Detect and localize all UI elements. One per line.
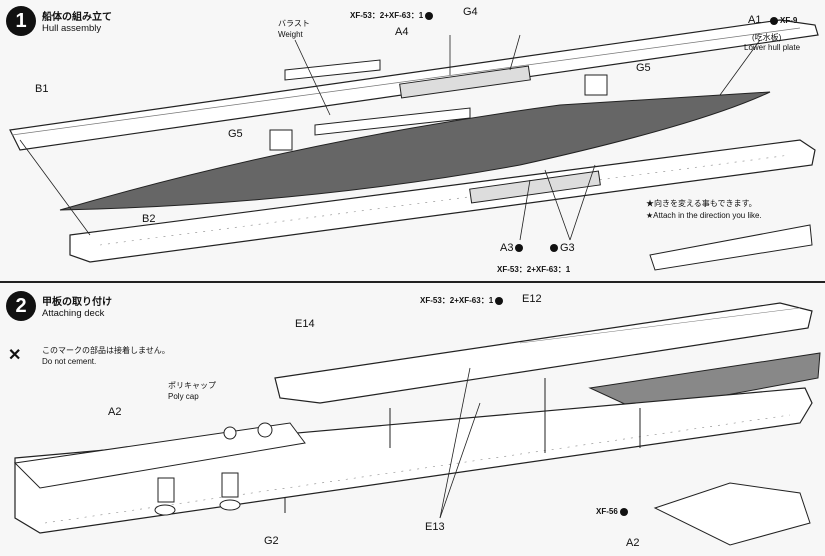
step2-panel: 2 甲板の取り付け Attaching deck ✕ このマークの部品は接着しま…	[0, 283, 825, 556]
step-title-en: Attaching deck	[42, 308, 105, 319]
deck-attachment-drawing	[13, 302, 821, 546]
paint-callout-a1: XF-9	[768, 16, 797, 25]
paint-dot-icon	[550, 244, 558, 253]
part-label-a3: A3	[500, 242, 525, 254]
paint-dot-icon	[425, 11, 434, 20]
no-cement-icon: ✕	[8, 347, 22, 364]
weight-label-jp: バラスト	[278, 19, 310, 28]
part-label-a2-inset: A2	[626, 537, 640, 549]
paint-dot-icon	[619, 507, 628, 516]
part-label-b1: B1	[35, 83, 49, 95]
paint-dot-icon	[495, 296, 504, 305]
panel-divider	[0, 281, 825, 283]
no-cement-label-jp: このマークの部品は接着しません。	[42, 346, 170, 355]
polycap-label-en: Poly cap	[168, 392, 199, 401]
step-title-jp: 船体の組み立て	[42, 12, 112, 23]
part-label-a1: A1	[748, 14, 762, 26]
step1-panel: 1 船体の組み立て Hull assembly バラスト Weight XF-5…	[6, 6, 819, 274]
hull-assembly-drawing	[9, 19, 819, 271]
polycap-label-jp: ポリキャップ	[168, 381, 216, 390]
step-number-badge: 1	[6, 6, 36, 36]
part-label-g3: G3	[548, 242, 575, 254]
part-label-e12: E12	[522, 293, 542, 305]
paint-dot-icon	[515, 244, 524, 253]
part-label-b2: B2	[142, 213, 156, 225]
part-label-a2: A2	[108, 406, 122, 418]
part-label-e14: E14	[295, 318, 315, 330]
note-en: ★Attach in the direction you like.	[646, 211, 762, 220]
part-label-g2: G2	[264, 535, 279, 547]
paint-callout-g3: XF-53：2+XF-63：1	[497, 265, 571, 274]
paint-callout-g4: XF-53：2+XF-63：1	[350, 10, 435, 21]
step-title-jp: 甲板の取り付け	[42, 297, 112, 308]
note-jp: ★向きを変える事もできます。	[646, 199, 757, 208]
step-number-badge: 2	[6, 291, 36, 321]
part-label-g5-left: G5	[228, 128, 243, 140]
paint-dot-icon	[770, 16, 778, 25]
paint-callout-a2: XF-56	[596, 507, 630, 516]
step-title-en: Hull assembly	[42, 23, 102, 34]
weight-label-en: Weight	[278, 30, 303, 39]
part-label-g4: G4	[463, 6, 478, 18]
part-label-a4: A4	[395, 26, 409, 38]
paint-callout-e12: XF-53：2+XF-63：1	[420, 295, 505, 306]
part-label-e13: E13	[425, 521, 445, 533]
a1-label-jp: (吃水板)	[752, 33, 782, 42]
a1-label-en: Lower hull plate	[744, 43, 801, 52]
part-label-g5-right: G5	[636, 62, 651, 74]
no-cement-label-en: Do not cement.	[42, 357, 97, 366]
